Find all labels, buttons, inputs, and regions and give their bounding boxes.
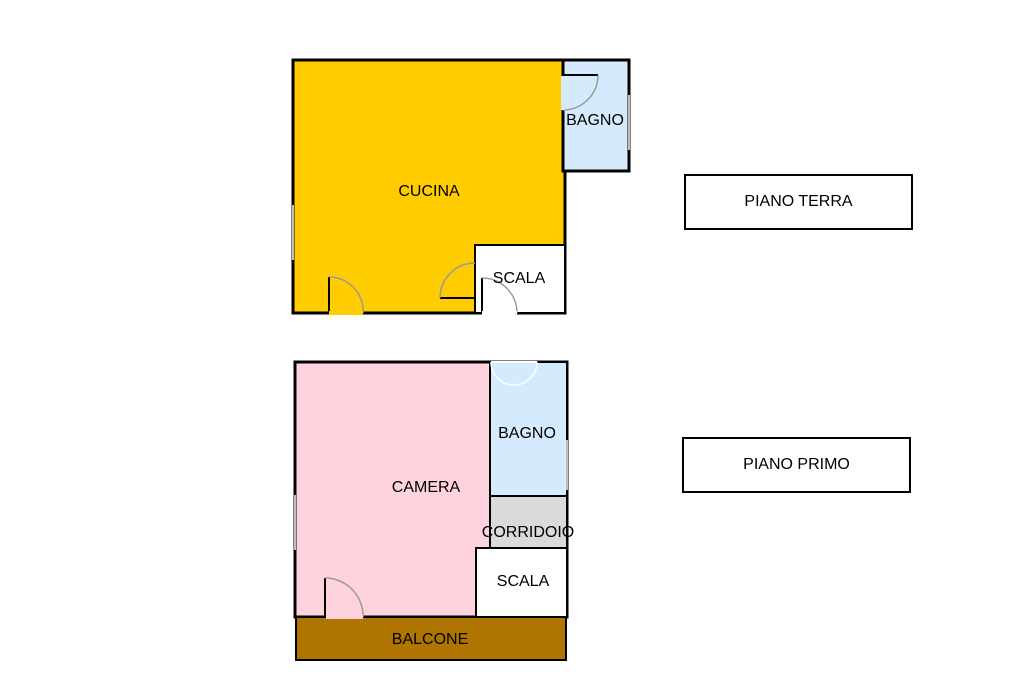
first-stair-room <box>475 547 568 618</box>
ground-bathroom-label: BAGNO <box>566 112 624 129</box>
corridor-label: CORRIDOIO <box>482 524 574 541</box>
balcony-room <box>295 616 567 661</box>
ground-bathroom-door <box>561 74 599 111</box>
first-bathroom-room <box>489 361 568 497</box>
stair-exit-door <box>481 277 518 315</box>
ground-stair-label: SCALA <box>493 270 546 287</box>
kitchen-entry-door <box>328 276 364 315</box>
first-bathroom-skylight <box>490 361 538 386</box>
ground-floor-title: PIANO TERRA <box>744 193 853 210</box>
ground-floor-legend: PIANO TERRA <box>684 174 913 230</box>
first-stair-label: SCALA <box>497 573 550 590</box>
first-bathroom-label: BAGNO <box>498 425 556 442</box>
kitchen-label: CUCINA <box>398 183 460 200</box>
ground-bathroom-room <box>561 58 631 173</box>
bedroom-balcony-door <box>324 577 364 619</box>
ground-floor-plan: CUCINA BAGNO SCALA <box>291 58 631 315</box>
balcony-label: BALCONE <box>392 631 468 648</box>
first-floor-legend: PIANO PRIMO <box>682 437 911 493</box>
first-floor-title: PIANO PRIMO <box>743 456 850 473</box>
bedroom-label: CAMERA <box>392 479 461 496</box>
stair-door <box>439 262 476 299</box>
first-floor-plan: CAMERA BAGNO CORRIDOIO SCALA BALCONE <box>293 360 574 661</box>
